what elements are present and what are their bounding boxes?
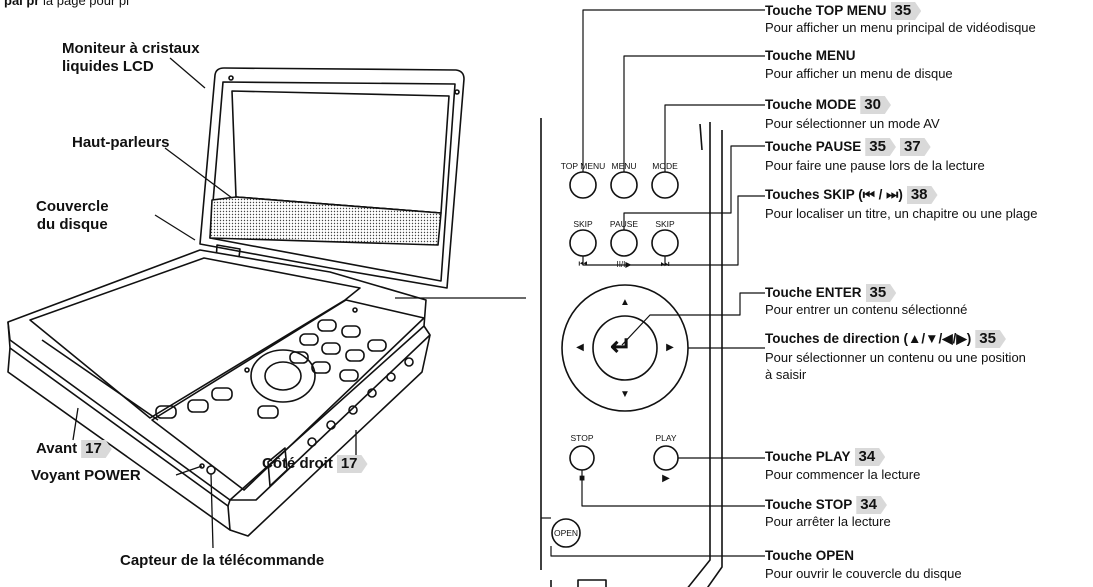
label-remote-sensor: Capteur de la télécommande xyxy=(120,552,325,569)
page-ref-badge: 17 xyxy=(81,440,112,459)
side-jacks xyxy=(267,357,414,487)
header-partial-text: pal pr la page pour pl xyxy=(4,0,129,8)
label-power-indicator: Voyant POWER xyxy=(31,467,141,484)
callout-enter-desc: Pour entrer un contenu sélectionné xyxy=(765,302,968,317)
callout-open-desc: Pour ouvrir le couvercle du disque xyxy=(765,566,962,581)
callout-stop-desc: Pour arrêter la lecture xyxy=(765,514,891,529)
callout-title-text: Touches SKIP (⏮ / ⏭) xyxy=(765,187,903,202)
callout-direction-desc: Pour sélectionner un contenu ou une posi… xyxy=(765,350,1026,365)
callout-open-title: Touche OPEN xyxy=(765,548,855,563)
remote-label-play: PLAY xyxy=(655,433,677,443)
arrow-right-icon: ▶ xyxy=(666,342,674,353)
header-rest: la page pour pl xyxy=(39,0,130,8)
skip-next-icon: ⏭ xyxy=(660,259,670,270)
dvd-player-illustration xyxy=(7,67,465,537)
callout-mode-desc: Pour sélectionner un mode AV xyxy=(765,116,940,131)
callout-top-menu-desc: Pour afficher un menu principal de vidéo… xyxy=(765,20,1036,35)
remote-label-skip-left: SKIP xyxy=(573,219,593,229)
header-bold: pal pr xyxy=(4,0,40,8)
callout-title-text: Touches de direction (▲/▼/◀/▶) xyxy=(765,331,972,346)
remote-label-top-menu: TOP MENU xyxy=(560,161,606,171)
play-icon: ▶ xyxy=(662,473,670,484)
remote-label-mode: MODE xyxy=(652,161,678,171)
enter-icon: ↵ xyxy=(610,331,632,361)
page-ref-badge: 30 xyxy=(860,96,891,114)
callout-title-text: Touche MODE xyxy=(765,97,857,112)
page-ref-badge: 35 xyxy=(890,2,922,20)
callout-menu-desc: Pour afficher un menu de disque xyxy=(765,66,953,81)
skip-prev-icon: ⏮ xyxy=(578,259,588,270)
remote-label-stop: STOP xyxy=(570,433,594,443)
remote-outline xyxy=(540,118,723,587)
page-ref-badge: 35 xyxy=(865,138,896,156)
remote-label-menu: MENU xyxy=(611,161,637,171)
label-right-side-text: Côté droit xyxy=(262,455,333,472)
page-ref-badge: 35 xyxy=(865,284,897,302)
page-ref-badge: 35 xyxy=(975,330,1006,348)
callout-skip-title: Touches SKIP (⏮ / ⏭)38 xyxy=(765,186,938,204)
callout-direction-title: Touches de direction (▲/▼/◀/▶)35 xyxy=(765,330,1006,348)
remote-label-open: OPEN xyxy=(553,528,579,538)
label-cover-line2: du disque xyxy=(36,216,108,233)
remote-label-skip-right: SKIP xyxy=(655,219,675,229)
stop-icon: ■ xyxy=(578,473,586,484)
remote-label-pause: PAUSE xyxy=(609,219,639,229)
label-front-text: Avant xyxy=(36,440,78,457)
page-ref-badge: 37 xyxy=(899,138,931,156)
page-ref-badge: 17 xyxy=(336,455,368,474)
arrow-up-icon: ▲ xyxy=(620,297,630,308)
page-ref-badge: 34 xyxy=(854,448,886,466)
arrow-left-icon: ◀ xyxy=(576,342,584,353)
player-buttons xyxy=(155,319,387,419)
label-lcd-line1: Moniteur à cristaux xyxy=(62,40,200,57)
callout-pause-desc: Pour faire une pause lors de la lecture xyxy=(765,158,985,173)
label-speakers: Haut-parleurs xyxy=(72,134,170,151)
label-lcd-line2: liquides LCD xyxy=(62,58,154,75)
arrow-down-icon: ▼ xyxy=(620,389,630,400)
callout-play-desc: Pour commencer la lecture xyxy=(765,467,921,482)
callout-title-text: Touche STOP xyxy=(765,497,853,512)
label-cover-line1: Couvercle xyxy=(36,198,109,215)
page-ref-badge: 34 xyxy=(856,496,887,514)
label-disc-cover: Couvercle du disque xyxy=(36,198,109,234)
callout-title-text: Touche PAUSE xyxy=(765,139,862,154)
callout-title-text: Touche ENTER xyxy=(765,285,862,300)
page-ref-badge: 38 xyxy=(906,186,938,204)
callout-menu-title: Touche MENU xyxy=(765,48,856,63)
callout-skip-desc: Pour localiser un titre, un chapitre ou … xyxy=(765,206,1038,221)
callout-direction-desc2: à saisir xyxy=(765,367,807,382)
label-lcd-monitor: Moniteur à cristaux liquides LCD xyxy=(62,40,200,76)
callout-title-text: Touche PLAY xyxy=(765,449,851,464)
disc-cover xyxy=(29,257,361,419)
callout-title-text: Touche TOP MENU xyxy=(765,3,887,18)
pause-play-icon: II/I▶ xyxy=(616,260,632,269)
